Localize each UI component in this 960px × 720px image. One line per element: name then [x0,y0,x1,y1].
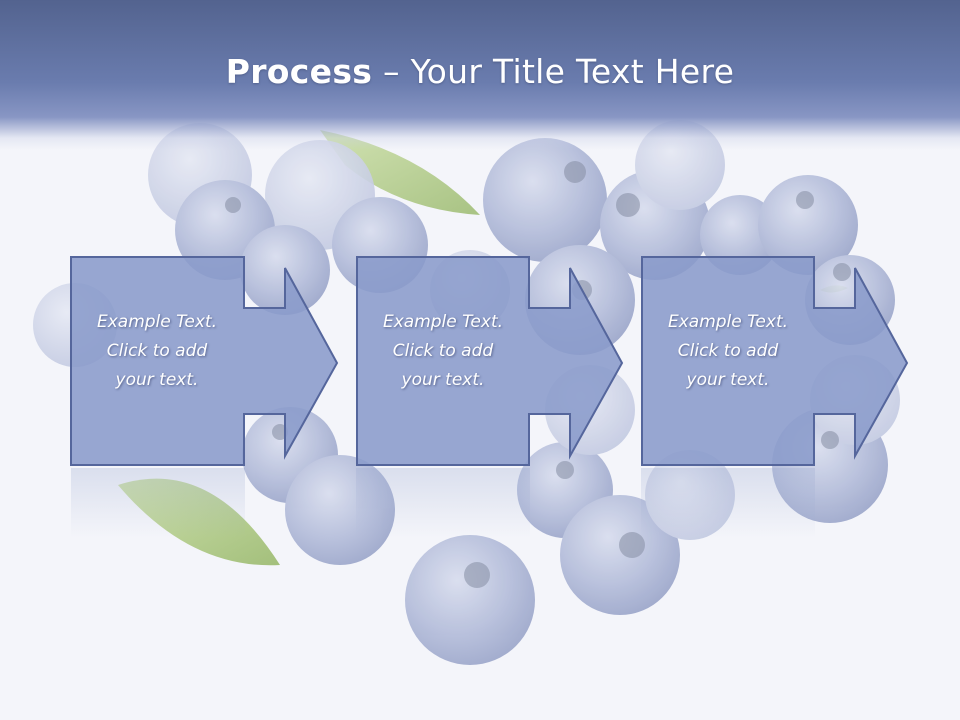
step-text-line: Example Text. [667,312,789,332]
step-reflection [641,468,815,538]
title-bar [0,0,960,150]
right-arrow-icon [70,256,339,466]
step-text-line: Click to add [392,341,494,361]
step-text[interactable]: Example Text. Click to add your text. [358,308,528,395]
step-text-line: your text. [686,370,770,390]
step-text[interactable]: Example Text. Click to add your text. [643,308,813,395]
right-arrow-icon [641,256,909,466]
step-text-line: Click to add [677,341,779,361]
process-step-2[interactable]: Example Text. Click to add your text. [356,256,646,516]
step-text-line: your text. [115,370,199,390]
process-step-1[interactable]: Example Text. Click to add your text. [70,256,360,516]
step-text[interactable]: Example Text. Click to add your text. [72,308,242,395]
step-text-line: Example Text. [382,312,504,332]
step-reflection [71,468,245,538]
step-text-line: Example Text. [96,312,218,332]
title-rest-text: – Your Title Text Here [372,52,735,91]
slide-title[interactable]: Process – Your Title Text Here [0,52,960,91]
step-text-line: Click to add [106,341,208,361]
process-step-3[interactable]: Example Text. Click to add your text. [641,256,931,516]
step-text-line: your text. [401,370,485,390]
right-arrow-icon [356,256,624,466]
title-bold-text: Process [225,52,373,91]
step-reflection [356,468,530,538]
